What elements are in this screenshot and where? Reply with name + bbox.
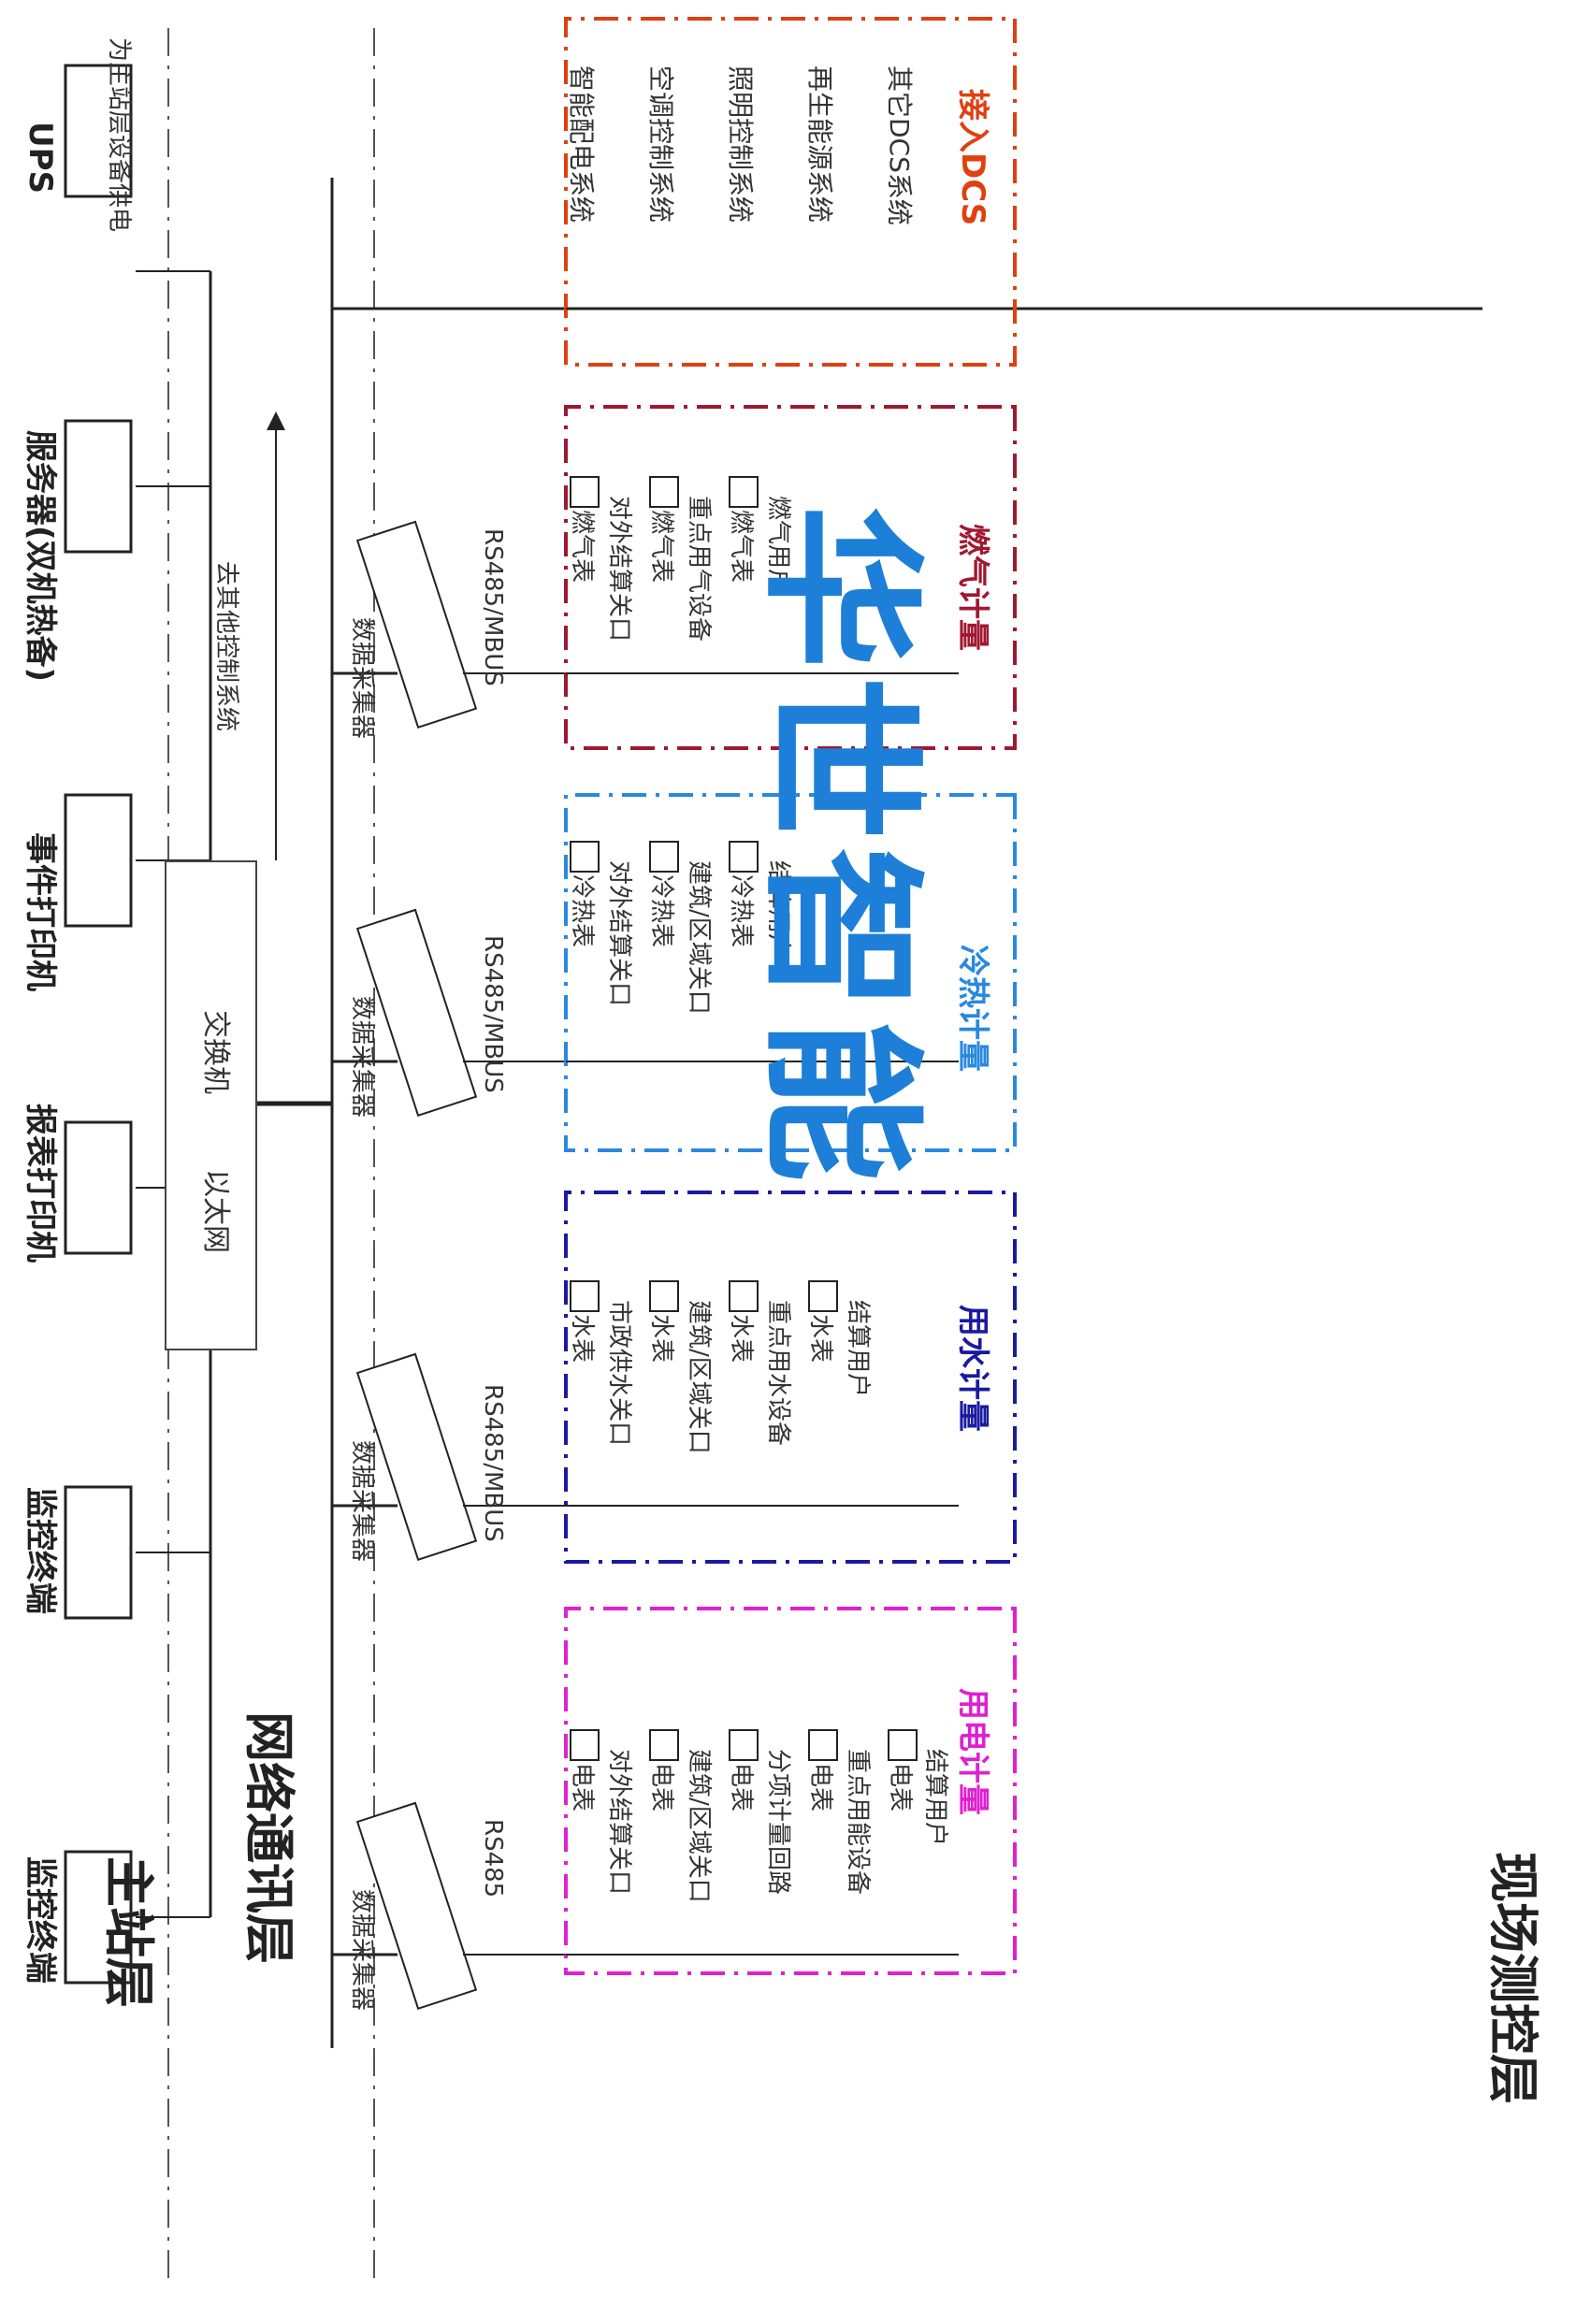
meter-item-gas-2: 重点用气设备 — [685, 496, 713, 642]
meter-label-water-1: 水表 — [568, 1314, 596, 1364]
group-title-heat: 冷热计量 — [954, 945, 991, 1072]
group-box-electric — [564, 1607, 1017, 1975]
meter-label-electric-2: 电表 — [647, 1763, 675, 1812]
meter-item-heat-1: 对外结算关口 — [605, 860, 633, 1007]
meter-label-electric-5: 电表 — [886, 1763, 914, 1812]
meter-item-heat-2: 建筑/区域关口 — [685, 860, 713, 1015]
other-system-label: 去其他控制系统 — [212, 561, 240, 732]
meter-label-electric-3: 电表 — [727, 1763, 755, 1812]
ups-note: 为主站层设备供电 — [105, 37, 133, 233]
report-printer-icon — [64, 1120, 133, 1255]
meter-label-heat-1: 冷热表 — [568, 874, 596, 948]
device-label-report-printer: 报表打印机 — [22, 1104, 59, 1263]
meter-glyph-1-0 — [570, 1280, 600, 1312]
group-box-water — [564, 1191, 1017, 1564]
meter-label-heat-2: 冷热表 — [647, 874, 675, 948]
meter-glyph-0-4 — [888, 1729, 918, 1761]
meter-item-water-1: 市政供水关口 — [605, 1300, 633, 1447]
ethernet-switch — [165, 860, 257, 1350]
protocol-label-water: RS485/MBUS — [479, 1384, 507, 1542]
collector-label-water: 数据采集器 — [348, 1440, 376, 1563]
protocol-label-gas: RS485/MBUS — [479, 528, 507, 686]
meter-item-electric-3: 分项计量回路 — [764, 1749, 792, 1896]
server-icon — [64, 419, 133, 554]
meter-glyph-3-2 — [729, 476, 759, 508]
meter-glyph-2-2 — [729, 841, 759, 873]
meter-glyph-0-1 — [649, 1729, 679, 1761]
meter-label-gas-2: 燃气表 — [647, 510, 675, 584]
monitor-terminal-icon-2 — [64, 1485, 133, 1620]
device-label-monitor-2: 监控终端 — [22, 1487, 59, 1614]
layer-label-field: 现场测控层 — [1483, 1852, 1543, 2104]
meter-item-electric-4: 重点用能设备 — [844, 1749, 872, 1896]
meter-label-water-4: 水表 — [806, 1314, 834, 1364]
collector-label-electric: 数据采集器 — [348, 1889, 376, 2012]
layer-label-network: 网络通讯层 — [239, 1711, 299, 1964]
other-system-arrow-head — [267, 411, 285, 430]
collector-box-water — [355, 1352, 478, 1562]
group-title-water: 用水计量 — [954, 1305, 991, 1432]
group-box-gas — [564, 405, 1017, 750]
event-printer-icon — [64, 793, 133, 928]
switch-ethernet-label: 以太网 — [199, 1169, 232, 1253]
collector-box-electric — [355, 1801, 478, 2011]
dcs-item-1: 智能配电系统 — [566, 65, 597, 224]
switch-label: 交换机 — [199, 1010, 232, 1094]
meter-item-electric-2: 建筑/区域关口 — [685, 1749, 713, 1903]
protocol-label-heat: RS485/MBUS — [479, 935, 507, 1093]
device-label-ups: UPS — [22, 122, 59, 195]
meter-glyph-2-1 — [649, 841, 679, 873]
meter-item-electric-5: 结算用户 — [921, 1749, 949, 1847]
meter-glyph-1-2 — [729, 1280, 759, 1312]
group-title-dcs: 接入DCS — [954, 89, 991, 226]
meter-glyph-2-0 — [570, 841, 600, 873]
device-label-monitor-1: 监控终端 — [22, 1856, 59, 1984]
meter-glyph-3-1 — [649, 476, 679, 508]
device-label-event-printer: 事件打印机 — [22, 832, 59, 991]
meter-label-electric-4: 电表 — [806, 1763, 834, 1812]
collector-label-heat: 数据采集器 — [348, 996, 376, 1119]
group-box-dcs — [564, 17, 1017, 367]
device-label-server: 服务器(双机热备) — [22, 430, 59, 683]
monitor-terminal-icon-1 — [64, 1850, 133, 1985]
meter-label-water-3: 水表 — [727, 1314, 755, 1364]
meter-label-electric-1: 电表 — [568, 1763, 596, 1812]
meter-item-water-2: 建筑/区域关口 — [685, 1300, 713, 1454]
group-box-heat — [564, 793, 1017, 1152]
meter-item-electric-1: 对外结算关口 — [605, 1749, 633, 1896]
meter-item-water-3: 重点用水设备 — [764, 1300, 792, 1447]
collector-box-gas — [355, 520, 478, 729]
collector-box-heat — [355, 908, 478, 1118]
protocol-label-electric: RS485 — [479, 1819, 507, 1898]
meter-label-water-2: 水表 — [647, 1314, 675, 1364]
meter-glyph-3-0 — [570, 476, 600, 508]
ups-icon — [64, 64, 133, 198]
brand-watermark: 华世智能 — [745, 505, 934, 1190]
meter-glyph-0-2 — [729, 1729, 759, 1761]
dcs-item-2: 空调控制系统 — [645, 65, 676, 224]
layer-label-master: 主站层 — [99, 1856, 159, 2008]
meter-item-water-4: 结算用户 — [844, 1300, 872, 1398]
meter-label-gas-1: 燃气表 — [568, 510, 596, 584]
meter-glyph-1-1 — [649, 1280, 679, 1312]
meter-item-gas-1: 对外结算关口 — [605, 496, 633, 642]
dcs-item-4: 再生能源系统 — [804, 65, 835, 224]
dcs-item-3: 照明控制系统 — [725, 65, 756, 224]
meter-glyph-0-0 — [570, 1729, 600, 1761]
group-title-electric: 用电计量 — [954, 1688, 991, 1815]
meter-glyph-1-3 — [808, 1280, 838, 1312]
group-title-gas: 燃气计量 — [954, 524, 991, 651]
dcs-item-5: 其它DCS系统 — [884, 65, 915, 225]
collector-label-gas: 数据采集器 — [348, 617, 376, 740]
meter-glyph-0-3 — [808, 1729, 838, 1761]
